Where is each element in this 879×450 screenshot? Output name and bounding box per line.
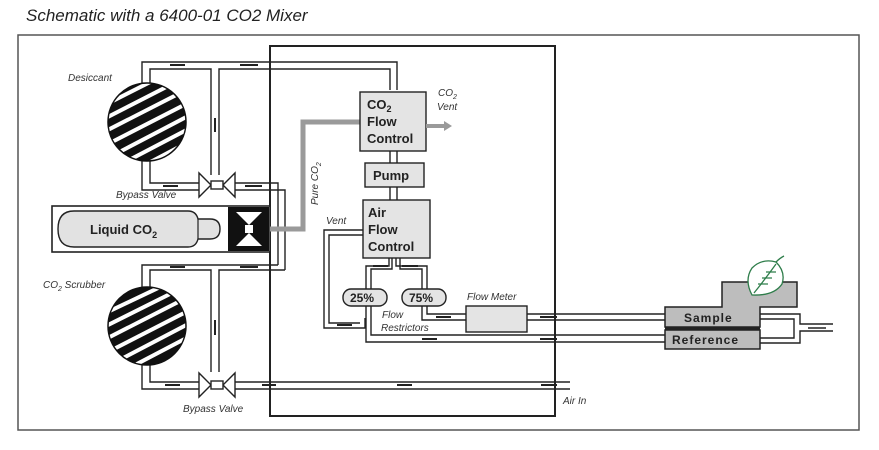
restrictor-75-label: 75% [409, 291, 433, 305]
co2-scrubber-cylinder [107, 286, 187, 366]
air-flow-control-label-3: Control [368, 239, 414, 254]
flow-restrictors-label-1: Flow [382, 310, 404, 321]
pure-co2-label: Pure CO2 [310, 162, 323, 205]
liquid-co2-tank [57, 210, 221, 248]
liquid-co2-label: Liquid CO2 [90, 222, 157, 240]
co2-vent-label-1: CO2 [438, 88, 457, 101]
bypass-valve-top-label: Bypass Valve [116, 190, 177, 201]
leaf-icon [747, 255, 785, 296]
bypass-valve-bottom[interactable] [198, 371, 236, 399]
restrictor-tubing [365, 258, 665, 343]
co2-flow-control-label-1: CO2 [367, 97, 392, 114]
desiccant-tubing [141, 61, 398, 270]
pump [364, 162, 425, 188]
bypass-valve-top[interactable] [198, 171, 236, 199]
reference-chamber [664, 329, 761, 350]
flow-restrictors-label-2: Restrictors [381, 323, 429, 334]
bypass-valve-bottom-label: Bypass Valve [183, 404, 244, 415]
outer-frame [17, 34, 860, 431]
pure-co2-line [270, 119, 362, 232]
vent-label: Vent [326, 216, 347, 227]
sample-label: Sample [684, 311, 733, 325]
desiccant-cylinder [107, 82, 187, 162]
co2-scrubber-label: CO2 Scrubber [43, 280, 106, 293]
flow-meter-label: Flow Meter [467, 292, 517, 303]
co2-solenoid-valve[interactable] [228, 207, 269, 251]
co2-vent-arrow [426, 121, 452, 131]
pump-label: Pump [373, 168, 409, 183]
diagram-title: Schematic with a 6400-01 CO2 Mixer [26, 6, 308, 25]
air-flow-control [362, 199, 431, 259]
scrubber-tubing [141, 264, 570, 390]
internal-tubes [389, 151, 398, 200]
flow-meter [465, 305, 528, 333]
restrictor-25 [342, 288, 388, 307]
air-in-label: Air In [562, 396, 587, 407]
reference-label: Reference [672, 333, 739, 347]
flow-arrows-restrictor [337, 265, 557, 340]
flow-arrows-top [163, 64, 262, 187]
air-flow-control-label-2: Flow [368, 222, 398, 237]
desiccant-label: Desiccant [68, 73, 113, 84]
co2-flow-control [359, 91, 427, 152]
co2-flow-control-label-3: Control [367, 131, 413, 146]
vent-tubing [323, 229, 366, 329]
air-flow-control-label-1: Air [368, 205, 386, 220]
restrictor-25-label: 25% [350, 291, 374, 305]
restrictor-75 [401, 288, 447, 307]
exhaust-tubing [760, 313, 833, 344]
co2-vent-label-2: Vent [437, 102, 458, 113]
co2-flow-control-label-2: Flow [367, 114, 397, 129]
flow-arrows-bottom [165, 266, 557, 386]
